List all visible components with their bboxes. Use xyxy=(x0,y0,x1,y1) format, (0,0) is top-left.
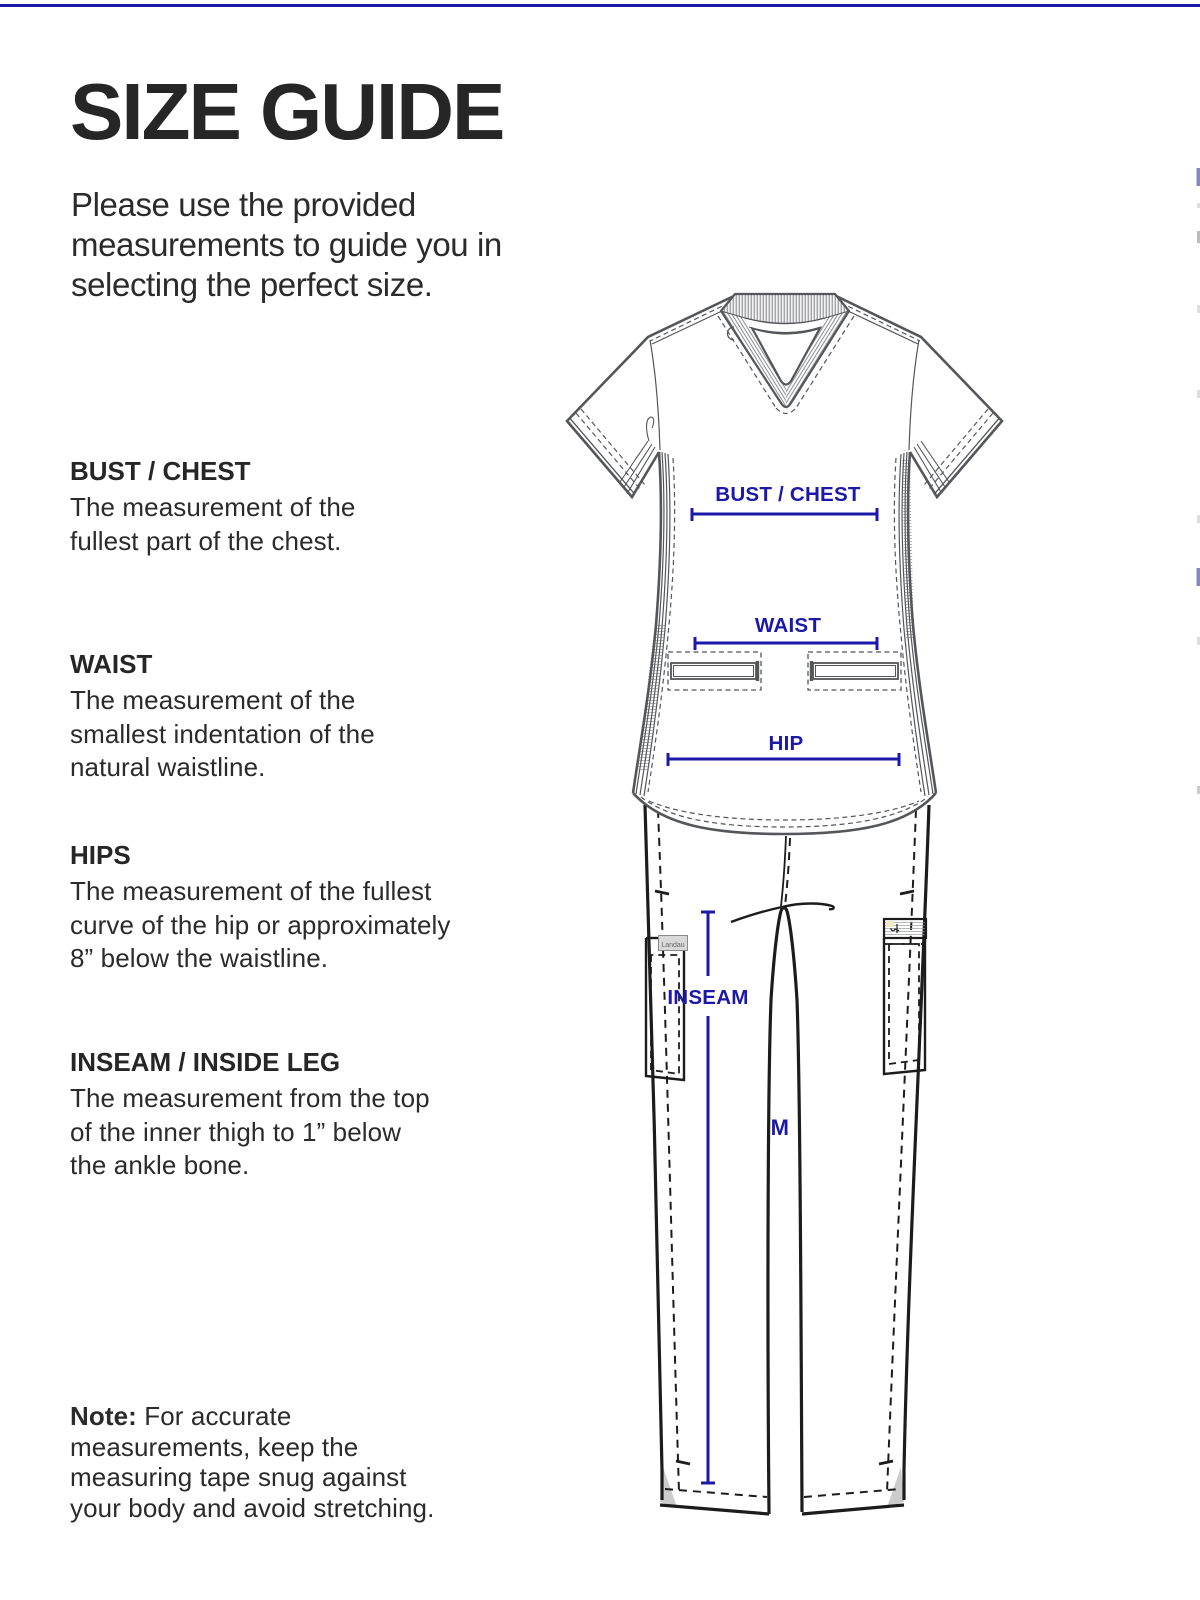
svg-text:M: M xyxy=(771,1115,790,1140)
svg-text:HIP: HIP xyxy=(769,732,804,755)
svg-text:WAIST: WAIST xyxy=(755,614,821,637)
svg-text:BUST / CHEST: BUST / CHEST xyxy=(715,483,861,506)
svg-text:Landau: Landau xyxy=(661,942,684,949)
svg-text:INSEAM: INSEAM xyxy=(667,986,748,1009)
